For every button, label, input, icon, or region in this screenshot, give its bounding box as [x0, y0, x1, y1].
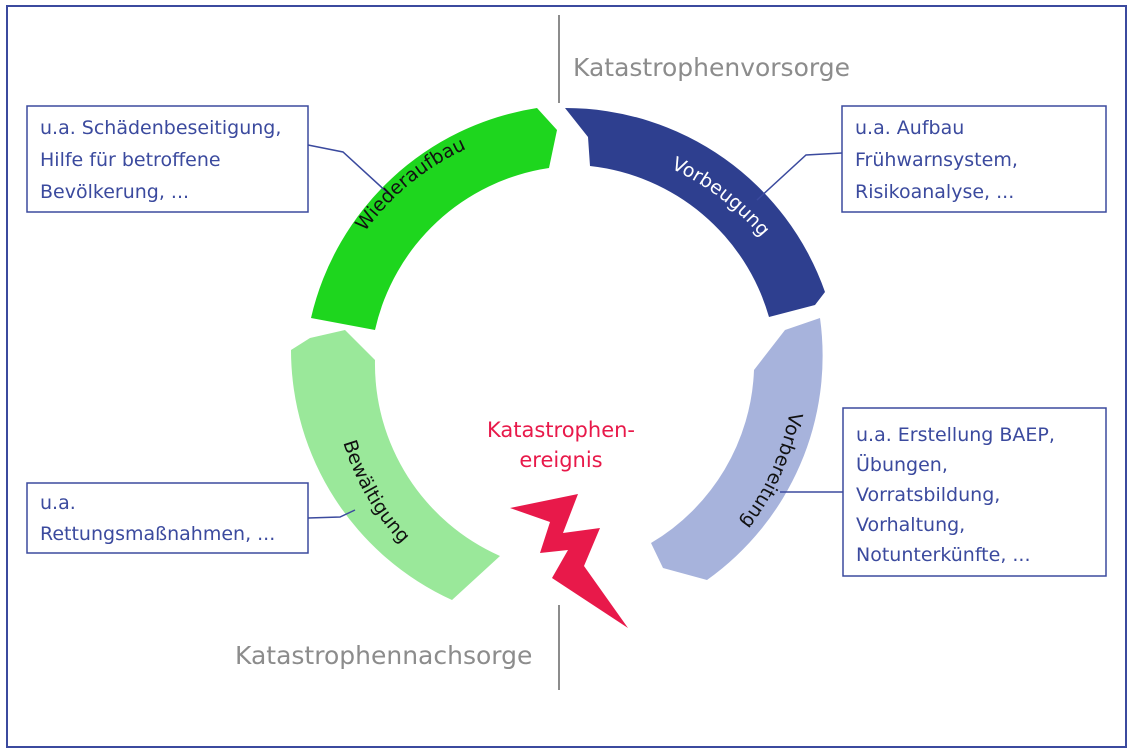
segment-vorbereitung — [651, 318, 823, 580]
info-box-bewaeltigung — [26, 482, 309, 554]
label-katastrophennachsorge: Katastrophennachsorge — [235, 641, 532, 670]
box-wiederaufbau-line: u.a. Schädenbeseitigung, — [40, 117, 281, 139]
box-vorbeugung-line: Frühwarnsystem, — [855, 149, 1018, 171]
connector-bewaeltigung — [307, 509, 356, 519]
segment-vorbeugung — [565, 107, 825, 317]
box-vorbeugung-line: u.a. Aufbau — [855, 117, 964, 139]
info-box-vorbeugung — [841, 105, 1107, 213]
diagram-frame — [6, 5, 1127, 748]
box-wiederaufbau-text: u.a. Schädenbeseitigung, Hilfe für betro… — [40, 117, 287, 203]
box-vorbereitung-line: u.a. Erstellung BAEP, — [856, 424, 1055, 446]
box-vorbereitung-line: Vorhaltung, — [856, 514, 965, 536]
box-bewaeltigung-line: u.a. — [40, 492, 76, 514]
box-vorbeugung-line: Risikoanalyse, ... — [855, 181, 1014, 203]
center-label-line2: ereignis — [519, 448, 602, 472]
center-label-line1: Katastrophen- — [487, 418, 635, 442]
box-vorbereitung-text: u.a. Erstellung BAEP, Übungen, Vorratsbi… — [856, 424, 1061, 566]
box-vorbereitung-line: Notunterkünfte, ... — [856, 544, 1031, 566]
segment-bewaeltigung — [291, 330, 500, 600]
label-katastrophenvorsorge: Katastrophenvorsorge — [573, 53, 850, 82]
box-vorbeugung-text: u.a. Aufbau Frühwarnsystem, Risikoanalys… — [855, 117, 1024, 203]
box-bewaeltigung-line: Rettungsmaßnahmen, ... — [40, 523, 275, 545]
connector-wiederaufbau — [307, 144, 391, 196]
lightning-bolt-icon — [510, 494, 628, 628]
box-vorbereitung-line: Übungen, — [856, 453, 948, 476]
box-wiederaufbau-line: Hilfe für betroffene — [40, 149, 221, 171]
segment-wiederaufbau — [311, 108, 557, 330]
info-box-wiederaufbau — [26, 105, 309, 213]
box-bewaeltigung-text: u.a. Rettungsmaßnahmen, ... — [40, 492, 275, 545]
box-vorbereitung-line: Vorratsbildung, — [856, 484, 1000, 506]
connector-vorbeugung — [756, 152, 843, 201]
info-box-vorbereitung — [842, 407, 1107, 577]
box-wiederaufbau-line: Bevölkerung, ... — [40, 181, 189, 203]
